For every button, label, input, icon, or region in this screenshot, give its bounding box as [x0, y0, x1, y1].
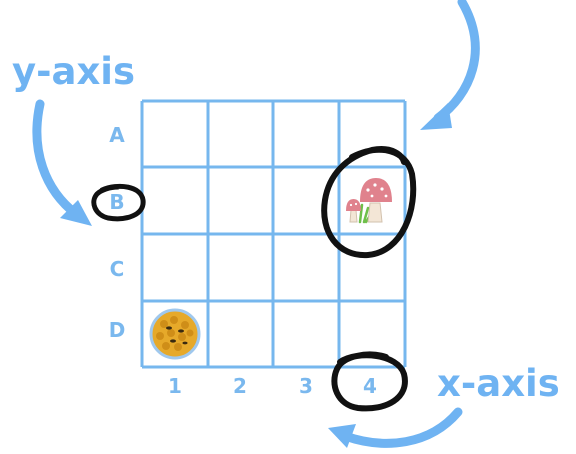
top-right-arrow [420, 0, 480, 130]
grid-lines [140, 99, 407, 369]
y-axis-label: y-axis [12, 50, 135, 93]
column-label-1: 1 [168, 374, 182, 398]
row-labels: A B C D [109, 123, 126, 342]
honeycomb-icon [149, 308, 201, 360]
row-label-A: A [109, 123, 125, 147]
row-label-B: B [109, 190, 124, 214]
highlight-cell-B4 [321, 146, 417, 259]
x-axis-label: x-axis [437, 362, 560, 405]
mushroom-icon [346, 178, 392, 224]
column-labels: 1 2 3 4 [168, 374, 377, 398]
row-label-D: D [109, 318, 126, 342]
column-label-2: 2 [233, 374, 247, 398]
column-label-3: 3 [299, 374, 313, 398]
row-label-C: C [110, 257, 125, 281]
x-axis-arrow [328, 407, 463, 448]
highlight-column-4 [331, 351, 408, 412]
highlight-row-B [91, 183, 146, 222]
y-axis-arrow [32, 99, 92, 226]
column-label-4: 4 [363, 374, 377, 398]
